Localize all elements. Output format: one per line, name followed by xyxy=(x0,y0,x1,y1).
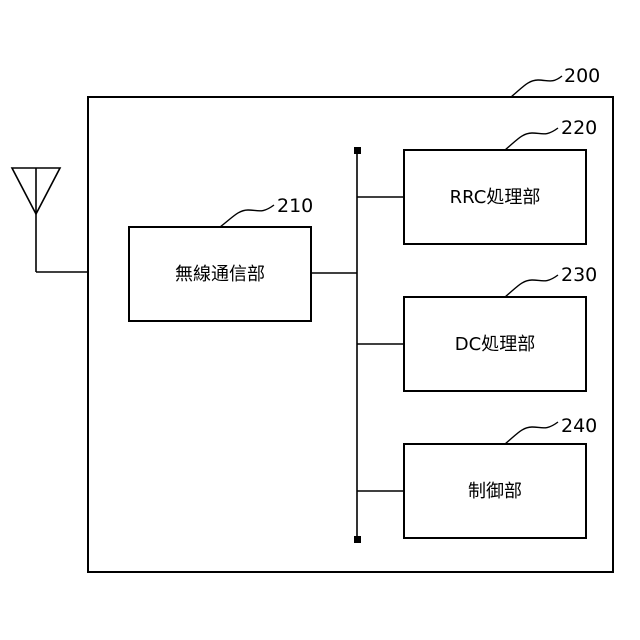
wireless-ref: 210 xyxy=(277,195,313,217)
dc-ref: 230 xyxy=(561,264,597,286)
device-leader-line xyxy=(511,76,562,97)
control-block-label: 制御部 xyxy=(468,481,522,502)
wireless-block-label: 無線通信部 xyxy=(175,264,265,285)
bus-terminal-bottom xyxy=(354,536,361,543)
device-ref: 200 xyxy=(564,65,600,87)
dc-block-label: DC処理部 xyxy=(455,334,535,355)
bus-terminal-top xyxy=(354,147,361,154)
rrc-block-label: RRC処理部 xyxy=(450,187,541,208)
antenna-icon xyxy=(12,168,88,272)
rrc-ref: 220 xyxy=(561,117,597,139)
control-ref: 240 xyxy=(561,415,597,437)
